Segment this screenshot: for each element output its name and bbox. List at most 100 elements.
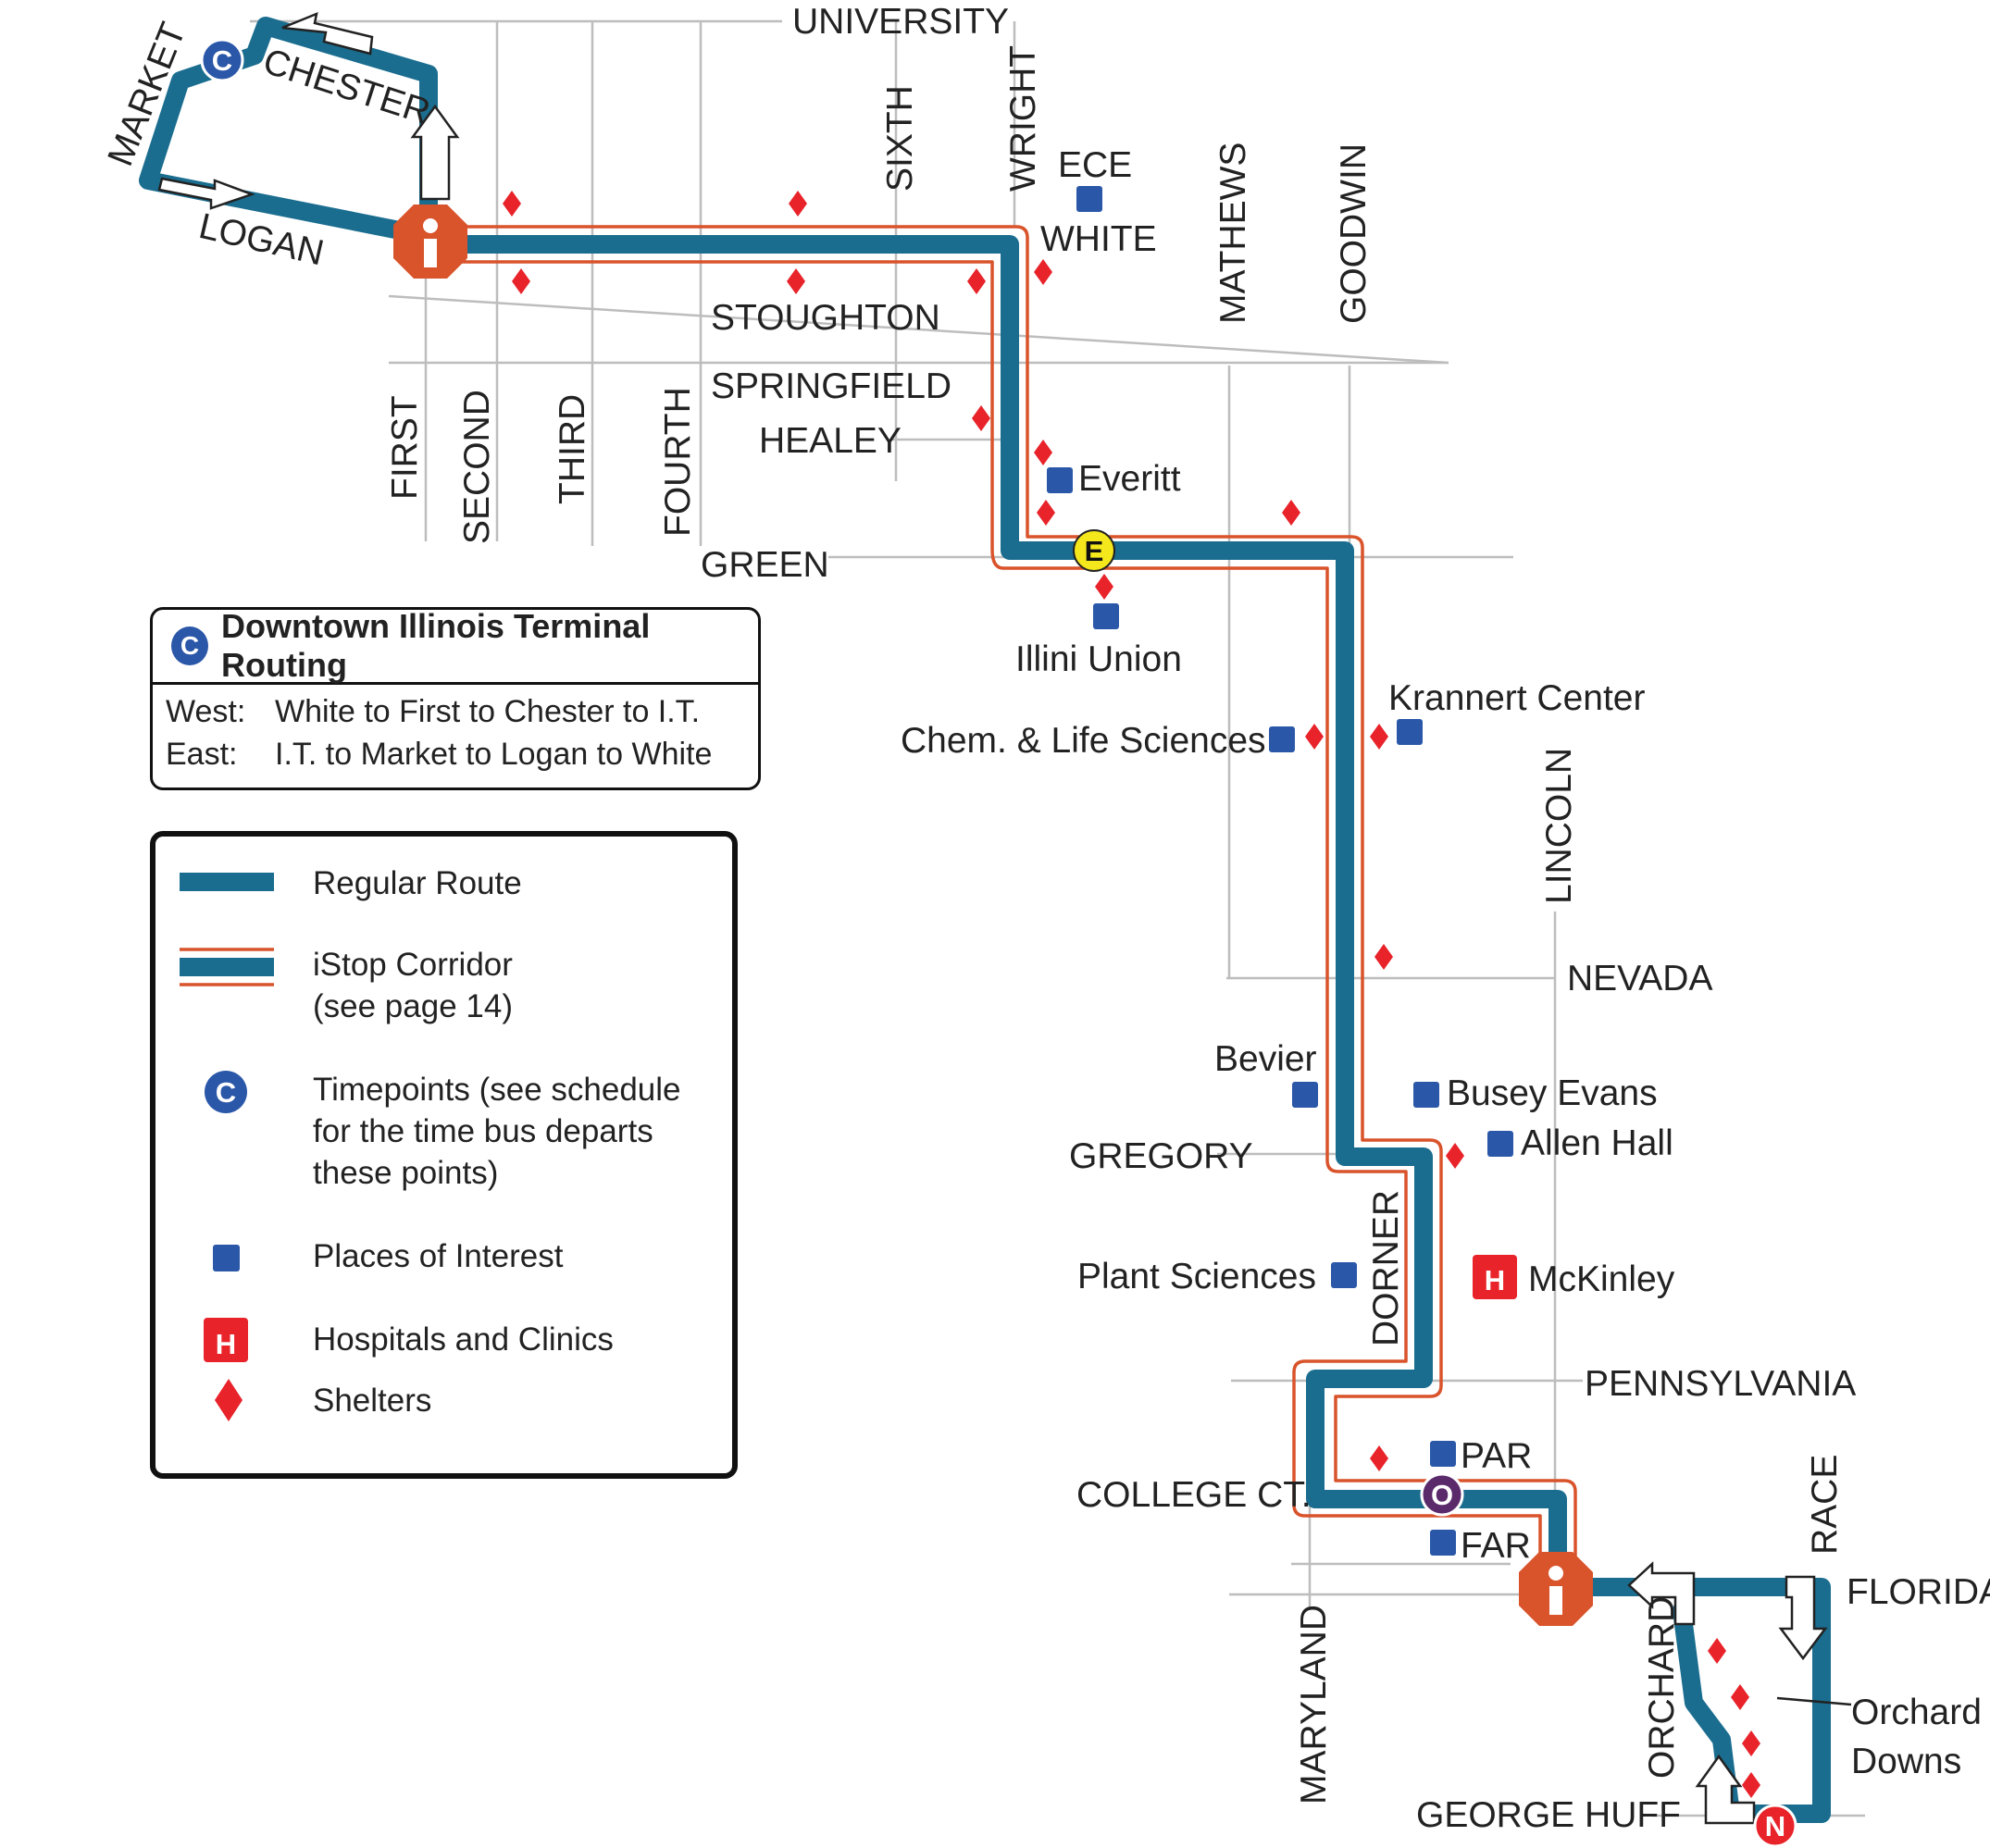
routing-east-key: East: bbox=[166, 736, 238, 772]
street-label-pennsylvania: PENNSYLVANIA bbox=[1585, 1364, 1856, 1404]
legend-timepoints-line1: Timepoints (see schedule bbox=[313, 1072, 681, 1108]
street-label-healey: HEALEY bbox=[759, 421, 902, 461]
legend-shelters: Shelters bbox=[313, 1383, 432, 1419]
diamond-icon bbox=[1034, 440, 1052, 465]
direction-arrow-icon bbox=[410, 104, 460, 201]
street-label-race: RACE bbox=[1805, 1455, 1845, 1555]
street-label-college-ct: COLLEGE CT. bbox=[1076, 1475, 1312, 1515]
street-label-george-huff: GEORGE HUFF bbox=[1416, 1795, 1681, 1835]
direction-arrow-icon bbox=[281, 11, 374, 56]
regular-route-swatch bbox=[180, 873, 274, 891]
place-label-everitt: Everitt bbox=[1078, 459, 1181, 499]
legend-places: Places of Interest bbox=[313, 1238, 564, 1274]
diamond-icon bbox=[1742, 1772, 1760, 1798]
square-icon bbox=[1413, 1082, 1439, 1108]
routing-east-row: East: I.T. to Market to Logan to White bbox=[153, 733, 758, 775]
routing-west-row: West: White to First to Chester to I.T. bbox=[153, 690, 758, 733]
diamond-icon bbox=[1282, 500, 1300, 526]
direction-arrow-icon bbox=[1627, 1561, 1696, 1626]
legend-istop-line1: iStop Corridor bbox=[313, 947, 513, 983]
place-label-far: FAR bbox=[1461, 1526, 1531, 1566]
square-icon bbox=[1430, 1441, 1456, 1467]
square-icon bbox=[213, 1245, 240, 1271]
street-label-white: WHITE bbox=[1040, 219, 1157, 259]
direction-arrows bbox=[157, 11, 1828, 1825]
timepoint-swatch: C bbox=[205, 1071, 247, 1113]
diamond-icon bbox=[1446, 1143, 1464, 1169]
street-label-springfield: SPRINGFIELD bbox=[711, 366, 951, 406]
place-label-ece: ECE bbox=[1058, 145, 1132, 185]
legend-hospitals: Hospitals and Clinics bbox=[313, 1321, 614, 1358]
place-label-chem-life: Chem. & Life Sciences bbox=[901, 721, 1266, 761]
direction-arrow-icon bbox=[1695, 1754, 1756, 1825]
diamond-icon bbox=[787, 268, 805, 294]
istop-corridor-swatch bbox=[180, 948, 274, 986]
diamond-icon bbox=[789, 191, 807, 217]
diamond-icon bbox=[1370, 1445, 1388, 1471]
direction-arrow-icon bbox=[157, 177, 255, 210]
diamond-icon bbox=[1034, 259, 1052, 285]
places-of-interest bbox=[1047, 186, 1513, 1556]
orchard-downs-leader bbox=[1776, 1696, 1852, 1706]
square-icon bbox=[1292, 1082, 1318, 1108]
diamond-icon bbox=[503, 191, 521, 217]
street-label-goodwin: GOODWIN bbox=[1334, 143, 1374, 324]
street-label-second: SECOND bbox=[457, 390, 497, 544]
shelters bbox=[503, 191, 1760, 1798]
routing-west-key: West: bbox=[166, 693, 246, 729]
diamond-icon bbox=[967, 268, 986, 294]
street-label-mathews: MATHEWS bbox=[1213, 143, 1253, 324]
place-label-krannert: Krannert Center bbox=[1388, 678, 1645, 718]
place-label-illini-union: Illini Union bbox=[1015, 639, 1182, 679]
street-label-green: GREEN bbox=[701, 545, 829, 585]
diamond-icon bbox=[1708, 1638, 1726, 1664]
street-label-sixth: SIXTH bbox=[880, 85, 920, 192]
diamond-icon bbox=[215, 1379, 243, 1421]
street-label-fourth: FOURTH bbox=[658, 387, 698, 537]
diamond-icon bbox=[1037, 500, 1055, 526]
hospital-h-icon: H bbox=[1473, 1255, 1517, 1299]
street-label-third: THIRD bbox=[553, 394, 592, 504]
place-label-allen-hall: Allen Hall bbox=[1521, 1123, 1673, 1163]
info-octagon-icon bbox=[393, 205, 467, 279]
diamond-icon bbox=[1374, 944, 1393, 970]
svg-text:O: O bbox=[1431, 1479, 1453, 1511]
timepoint-c-icon: C bbox=[171, 626, 208, 665]
svg-text:C: C bbox=[212, 44, 232, 77]
place-label-mckinley: McKinley bbox=[1528, 1259, 1675, 1299]
place-label-bevier: Bevier bbox=[1214, 1039, 1317, 1079]
routing-west-value: White to First to Chester to I.T. bbox=[275, 693, 701, 729]
legend-istop-line2: (see page 14) bbox=[313, 988, 513, 1024]
place-label-par: PAR bbox=[1461, 1436, 1532, 1476]
street-label-nevada: NEVADA bbox=[1567, 959, 1713, 998]
street-label-lincoln: LINCOLN bbox=[1539, 748, 1579, 904]
svg-text:C: C bbox=[216, 1076, 236, 1109]
square-icon bbox=[1047, 467, 1073, 493]
timepoint-e: E bbox=[1073, 529, 1115, 572]
street-label-first: FIRST bbox=[385, 395, 425, 500]
hospital-h-icon: H bbox=[204, 1318, 248, 1362]
routing-box-header: C Downtown Illinois Terminal Routing bbox=[153, 607, 758, 685]
timepoint-n: N bbox=[1753, 1804, 1797, 1848]
legend-timepoints-line2: for the time bus departs bbox=[313, 1113, 653, 1149]
street-label-stoughton: STOUGHTON bbox=[711, 298, 940, 338]
place-label-plant-sciences: Plant Sciences bbox=[1077, 1257, 1316, 1296]
routing-east-value: I.T. to Market to Logan to White bbox=[275, 736, 713, 772]
street-label-university: UNIVERSITY bbox=[792, 2, 1009, 42]
diamond-icon bbox=[1742, 1730, 1760, 1756]
square-icon bbox=[1487, 1131, 1513, 1157]
istop-corridor bbox=[461, 225, 1577, 1578]
street-label-maryland: MARYLAND bbox=[1294, 1605, 1334, 1805]
diamond-icon bbox=[512, 268, 530, 294]
square-icon bbox=[1093, 603, 1119, 629]
street-label-dorner: DORNER bbox=[1366, 1190, 1406, 1346]
diamond-icon bbox=[972, 405, 990, 431]
diamond-icon bbox=[1731, 1684, 1749, 1710]
square-icon bbox=[1269, 726, 1295, 752]
svg-text:H: H bbox=[216, 1328, 236, 1360]
legend-regular-route: Regular Route bbox=[313, 865, 522, 901]
street-label-gregory: GREGORY bbox=[1069, 1136, 1253, 1176]
info-octagon-icon bbox=[1519, 1552, 1593, 1626]
street-label-orchard: ORCHARD bbox=[1642, 1596, 1682, 1779]
